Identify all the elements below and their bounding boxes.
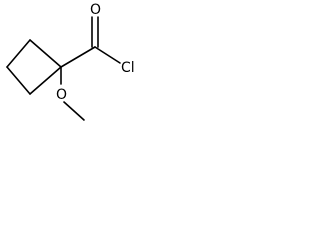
carbonyl-oxygen-label: O bbox=[90, 2, 101, 18]
bond-carbonyl-to-chlorine bbox=[94, 46, 121, 64]
ring-bond-left bbox=[6, 39, 31, 68]
bond-oxygen-to-methyl bbox=[63, 101, 85, 121]
bond-ring-to-carbonyl bbox=[60, 46, 96, 68]
ring-bond-right bbox=[29, 66, 62, 95]
ring-bond-bottom bbox=[6, 66, 31, 95]
chlorine-label: Cl bbox=[121, 60, 135, 76]
chemical-structure-diagram: O Cl O bbox=[6, 2, 135, 121]
ether-oxygen-label: O bbox=[56, 87, 67, 103]
ring-bond-top bbox=[29, 39, 62, 68]
